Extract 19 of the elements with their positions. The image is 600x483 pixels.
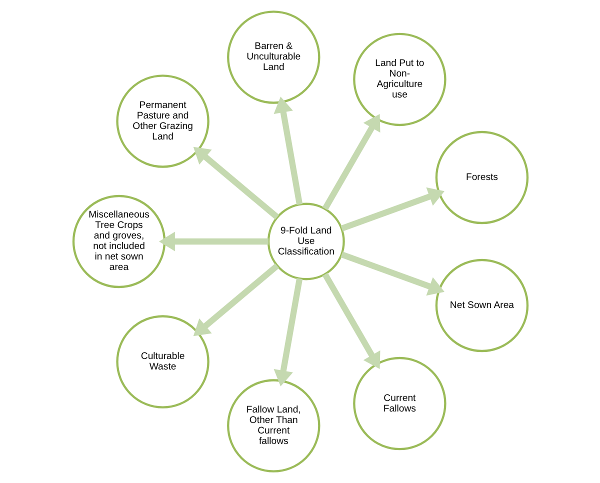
node-circle: Forests (434, 130, 528, 224)
arrow (340, 252, 444, 296)
arrow (273, 278, 302, 386)
arrow (158, 232, 268, 252)
node-circle: Land Put to Non-Agriculture use (352, 32, 446, 126)
arrow (192, 146, 279, 220)
arrow (192, 263, 279, 336)
node-circle: Net Sown Area (434, 258, 528, 352)
node-circle: Culturable Waste (116, 315, 209, 408)
arrow (273, 96, 302, 205)
arrow (322, 114, 380, 210)
node-circle: Fallow Land, Other Than Current fallows (226, 379, 320, 472)
node-circle: Barren & Unculturable Land (226, 10, 320, 104)
node-circle: Current Fallows (352, 356, 446, 450)
node-circle: 9-Fold Land Use Classification (266, 202, 344, 280)
arrow (340, 187, 444, 232)
node-circle: Miscellaneous Tree Crops and groves, not included in net sown area (72, 194, 166, 288)
node-circle: Permanent Pasture and Other Grazing Land (116, 74, 209, 168)
arrow (322, 272, 380, 370)
